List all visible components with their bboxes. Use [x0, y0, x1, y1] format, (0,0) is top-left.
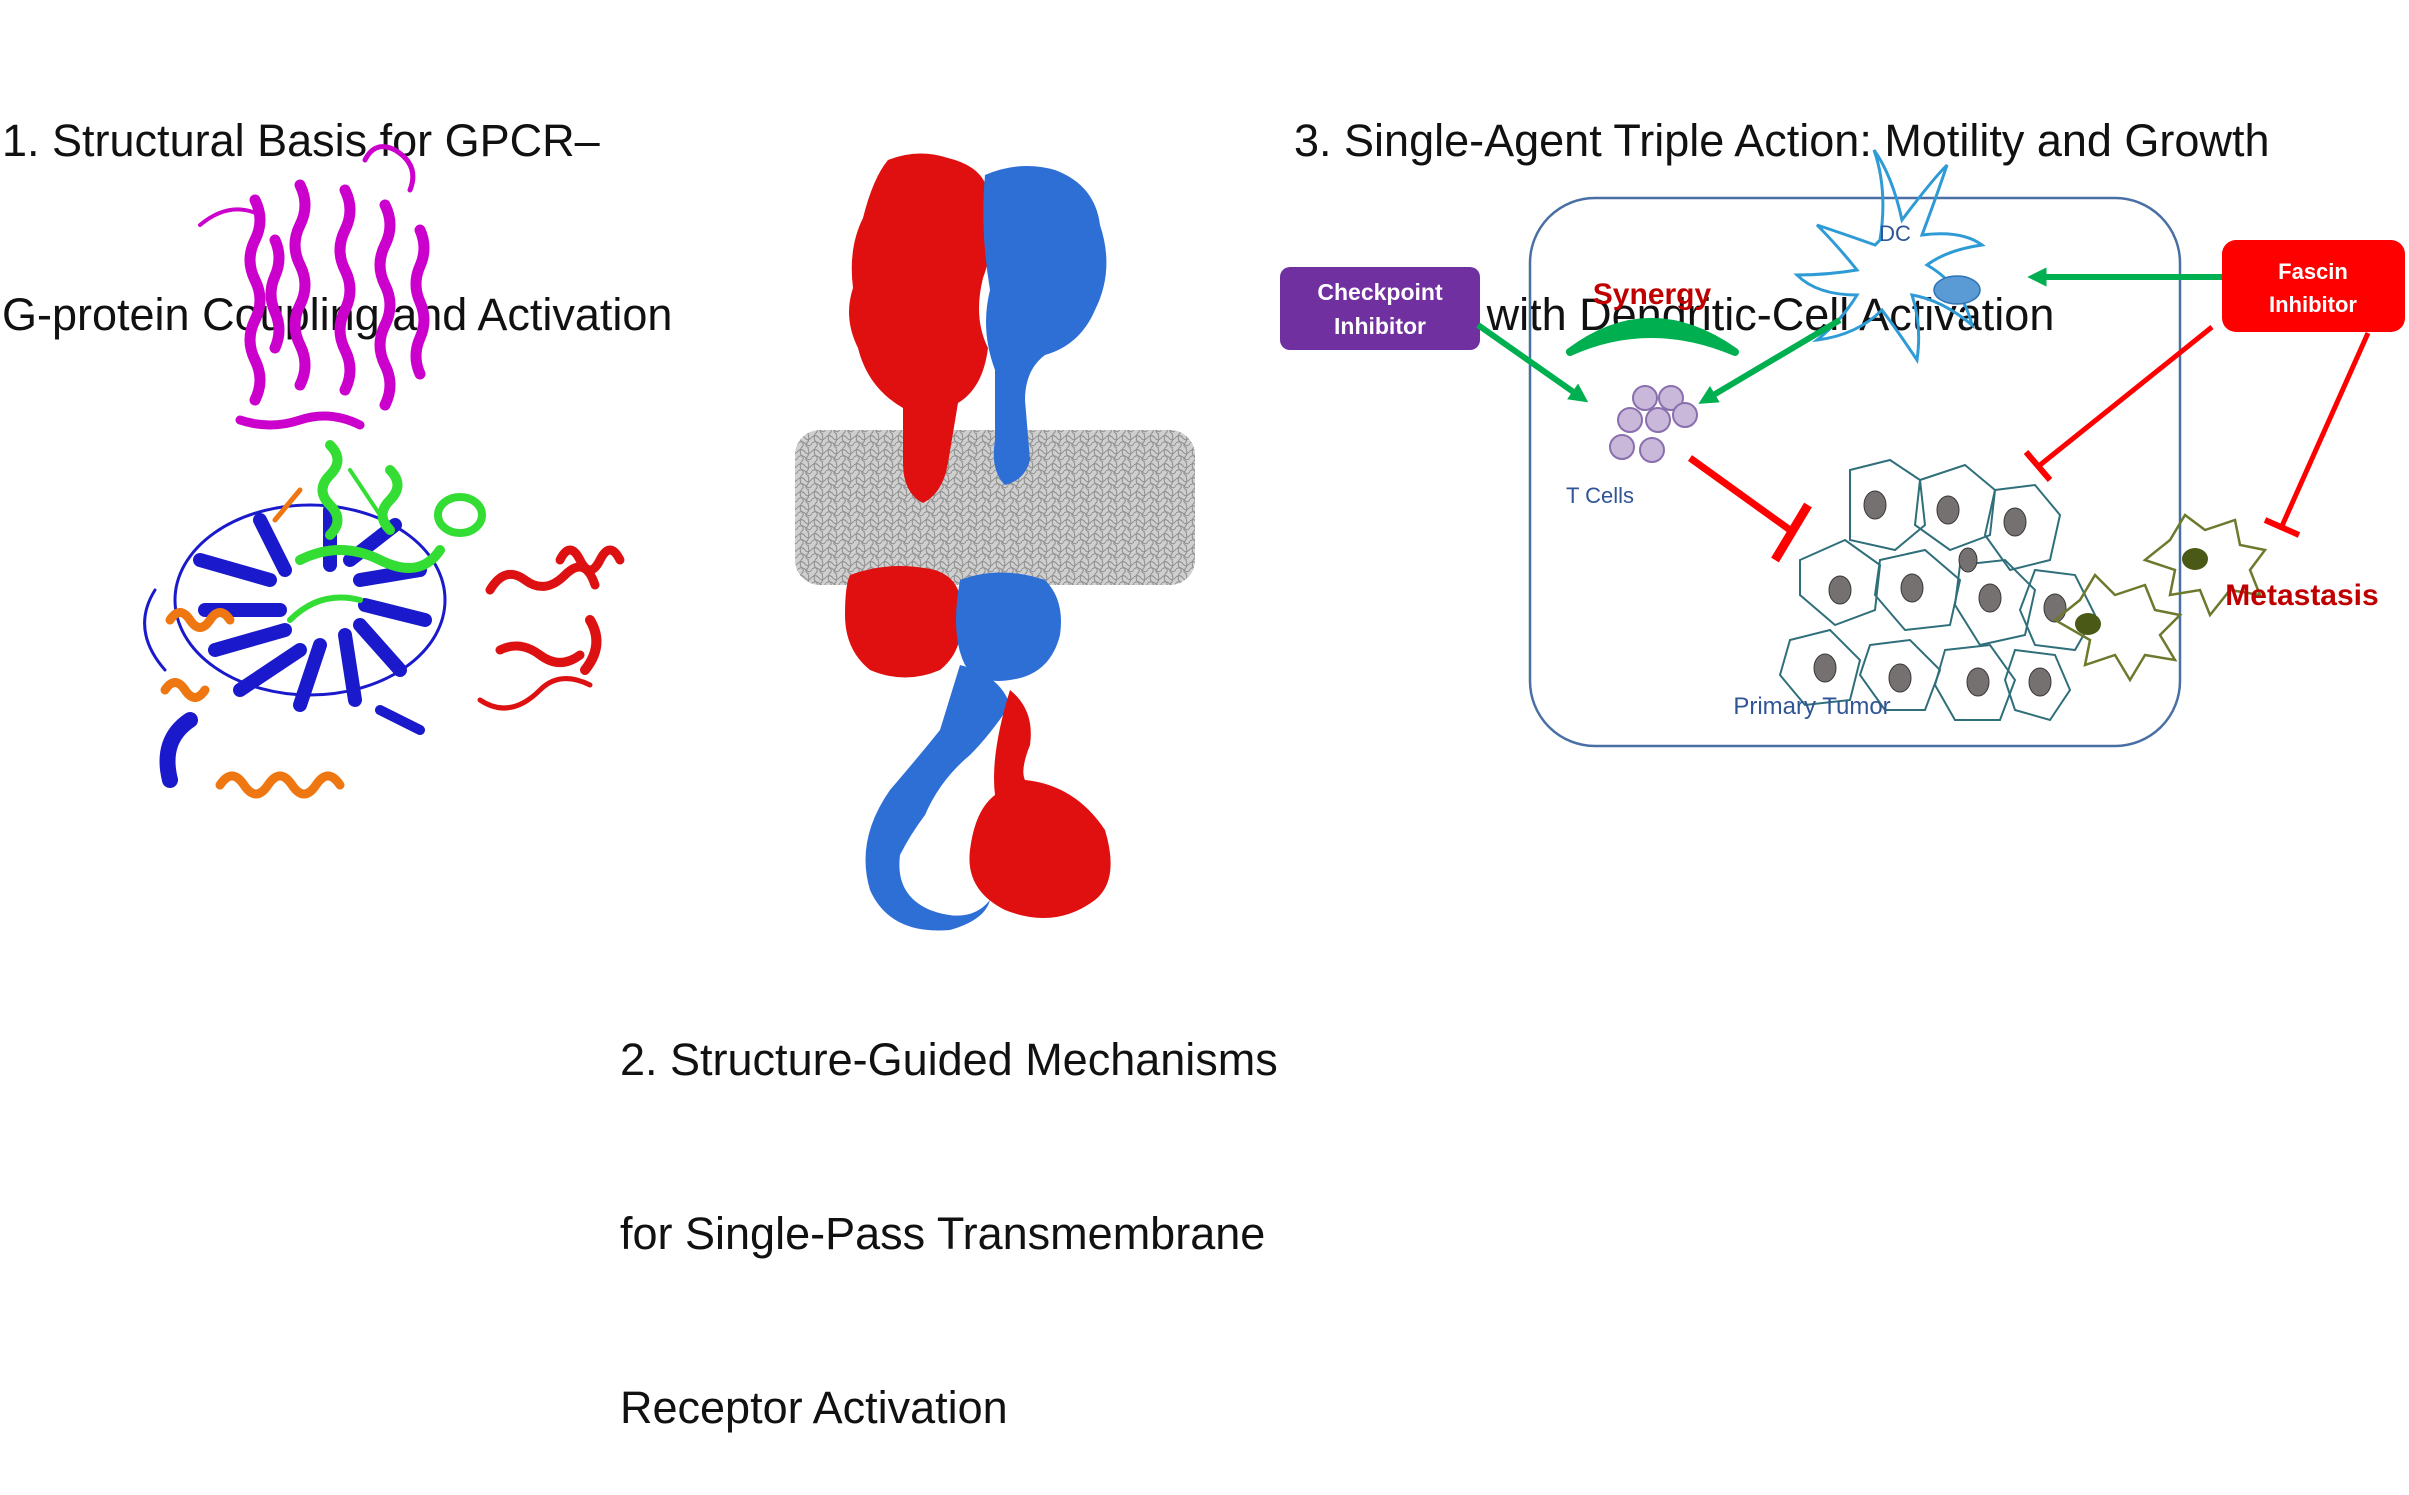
- receptor-helix-bundle: [198, 144, 430, 430]
- dc-label: DC: [1879, 221, 1911, 246]
- fascin-inhibitor-label-line-2: Inhibitor: [2269, 292, 2357, 317]
- tumor-nuclei: [1813, 490, 2067, 697]
- dc-to-tcell-arrow: [1698, 317, 1842, 404]
- dc-nucleus: [1933, 275, 1981, 305]
- checkpoint-to-tcell-arrow: [1476, 322, 1589, 403]
- panel-2-title-line-2: for Single-Pass Transmembrane: [620, 1208, 1266, 1259]
- tcell-inhibits-tumor-line: [1687, 455, 1793, 533]
- blue-stalk: [865, 665, 1010, 931]
- checkpoint-inhibitor-label-line-2: Inhibitor: [1334, 313, 1426, 339]
- tcell-inhibits-tumor-bar: [1771, 502, 1812, 563]
- panel-2-title-line-1: 2. Structure-Guided Mechanisms: [620, 1034, 1278, 1085]
- red-domain: [477, 545, 625, 711]
- red-stalk: [969, 690, 1111, 918]
- gpcr-gprotein-structure-illustration: [143, 144, 625, 799]
- activation-arrows: [1476, 267, 2222, 404]
- figure-canvas: Checkpoint Inhibitor Fascin Inhibitor Sy…: [143, 144, 2405, 931]
- panel-1-title-line-1: 1. Structural Basis for GPCR–: [2, 115, 600, 166]
- checkpoint-inhibitor-box: Checkpoint Inhibitor: [1280, 267, 1480, 350]
- red-monomer-upper: [849, 153, 992, 504]
- metastatic-nucleus-2: [2182, 548, 2208, 570]
- tumor-microenvironment-frame: [1528, 196, 2182, 748]
- galpha-subunit: [287, 440, 486, 623]
- ggamma-subunit: [160, 487, 345, 799]
- lipid-bilayer: [795, 430, 1195, 585]
- metastasis-label: Metastasis: [2225, 579, 2378, 612]
- fascin-inhibitor-label-line-1: Fascin: [2278, 259, 2348, 284]
- t-cells-label: T Cells: [1566, 483, 1634, 508]
- panel-2-title-line-3: Receptor Activation: [620, 1382, 1008, 1433]
- fascin-inhibits-metastasis-bar: [2263, 517, 2301, 538]
- red-monomer-lower: [845, 566, 961, 678]
- fascin-inhibitor-box: Fascin Inhibitor: [2222, 240, 2405, 332]
- dendritic-cell: DC: [1793, 149, 1986, 365]
- triple-action-diagram: Checkpoint Inhibitor Fascin Inhibitor Sy…: [1280, 149, 2405, 748]
- blue-monomer-upper: [983, 166, 1107, 485]
- checkpoint-inhibitor-label-line-1: Checkpoint: [1317, 279, 1443, 305]
- synergy-arc: [1566, 318, 1739, 356]
- gbeta-propeller: [143, 503, 447, 788]
- panel-3-title-line-1: 3. Single-Agent Triple Action: Motility …: [1294, 115, 2270, 166]
- fascin-inhibits-metastasis-line: [2279, 331, 2371, 528]
- primary-tumor: [1778, 458, 2097, 722]
- fascin-inhibits-tumor-line: [2038, 325, 2214, 467]
- inhibition-arrows: [1687, 325, 2371, 563]
- primary-tumor-label: Primary Tumor: [1733, 693, 1890, 720]
- blue-monomer-lower: [956, 572, 1061, 681]
- receptor-dimer-surface-illustration: [795, 153, 1195, 931]
- metastasizing-cells: [2052, 513, 2268, 683]
- synergy-label: Synergy: [1593, 278, 1712, 311]
- metastatic-nucleus-1: [2075, 613, 2101, 635]
- fascin-inhibits-tumor-bar: [2023, 450, 2053, 482]
- t-cell-cluster: [1609, 385, 1698, 463]
